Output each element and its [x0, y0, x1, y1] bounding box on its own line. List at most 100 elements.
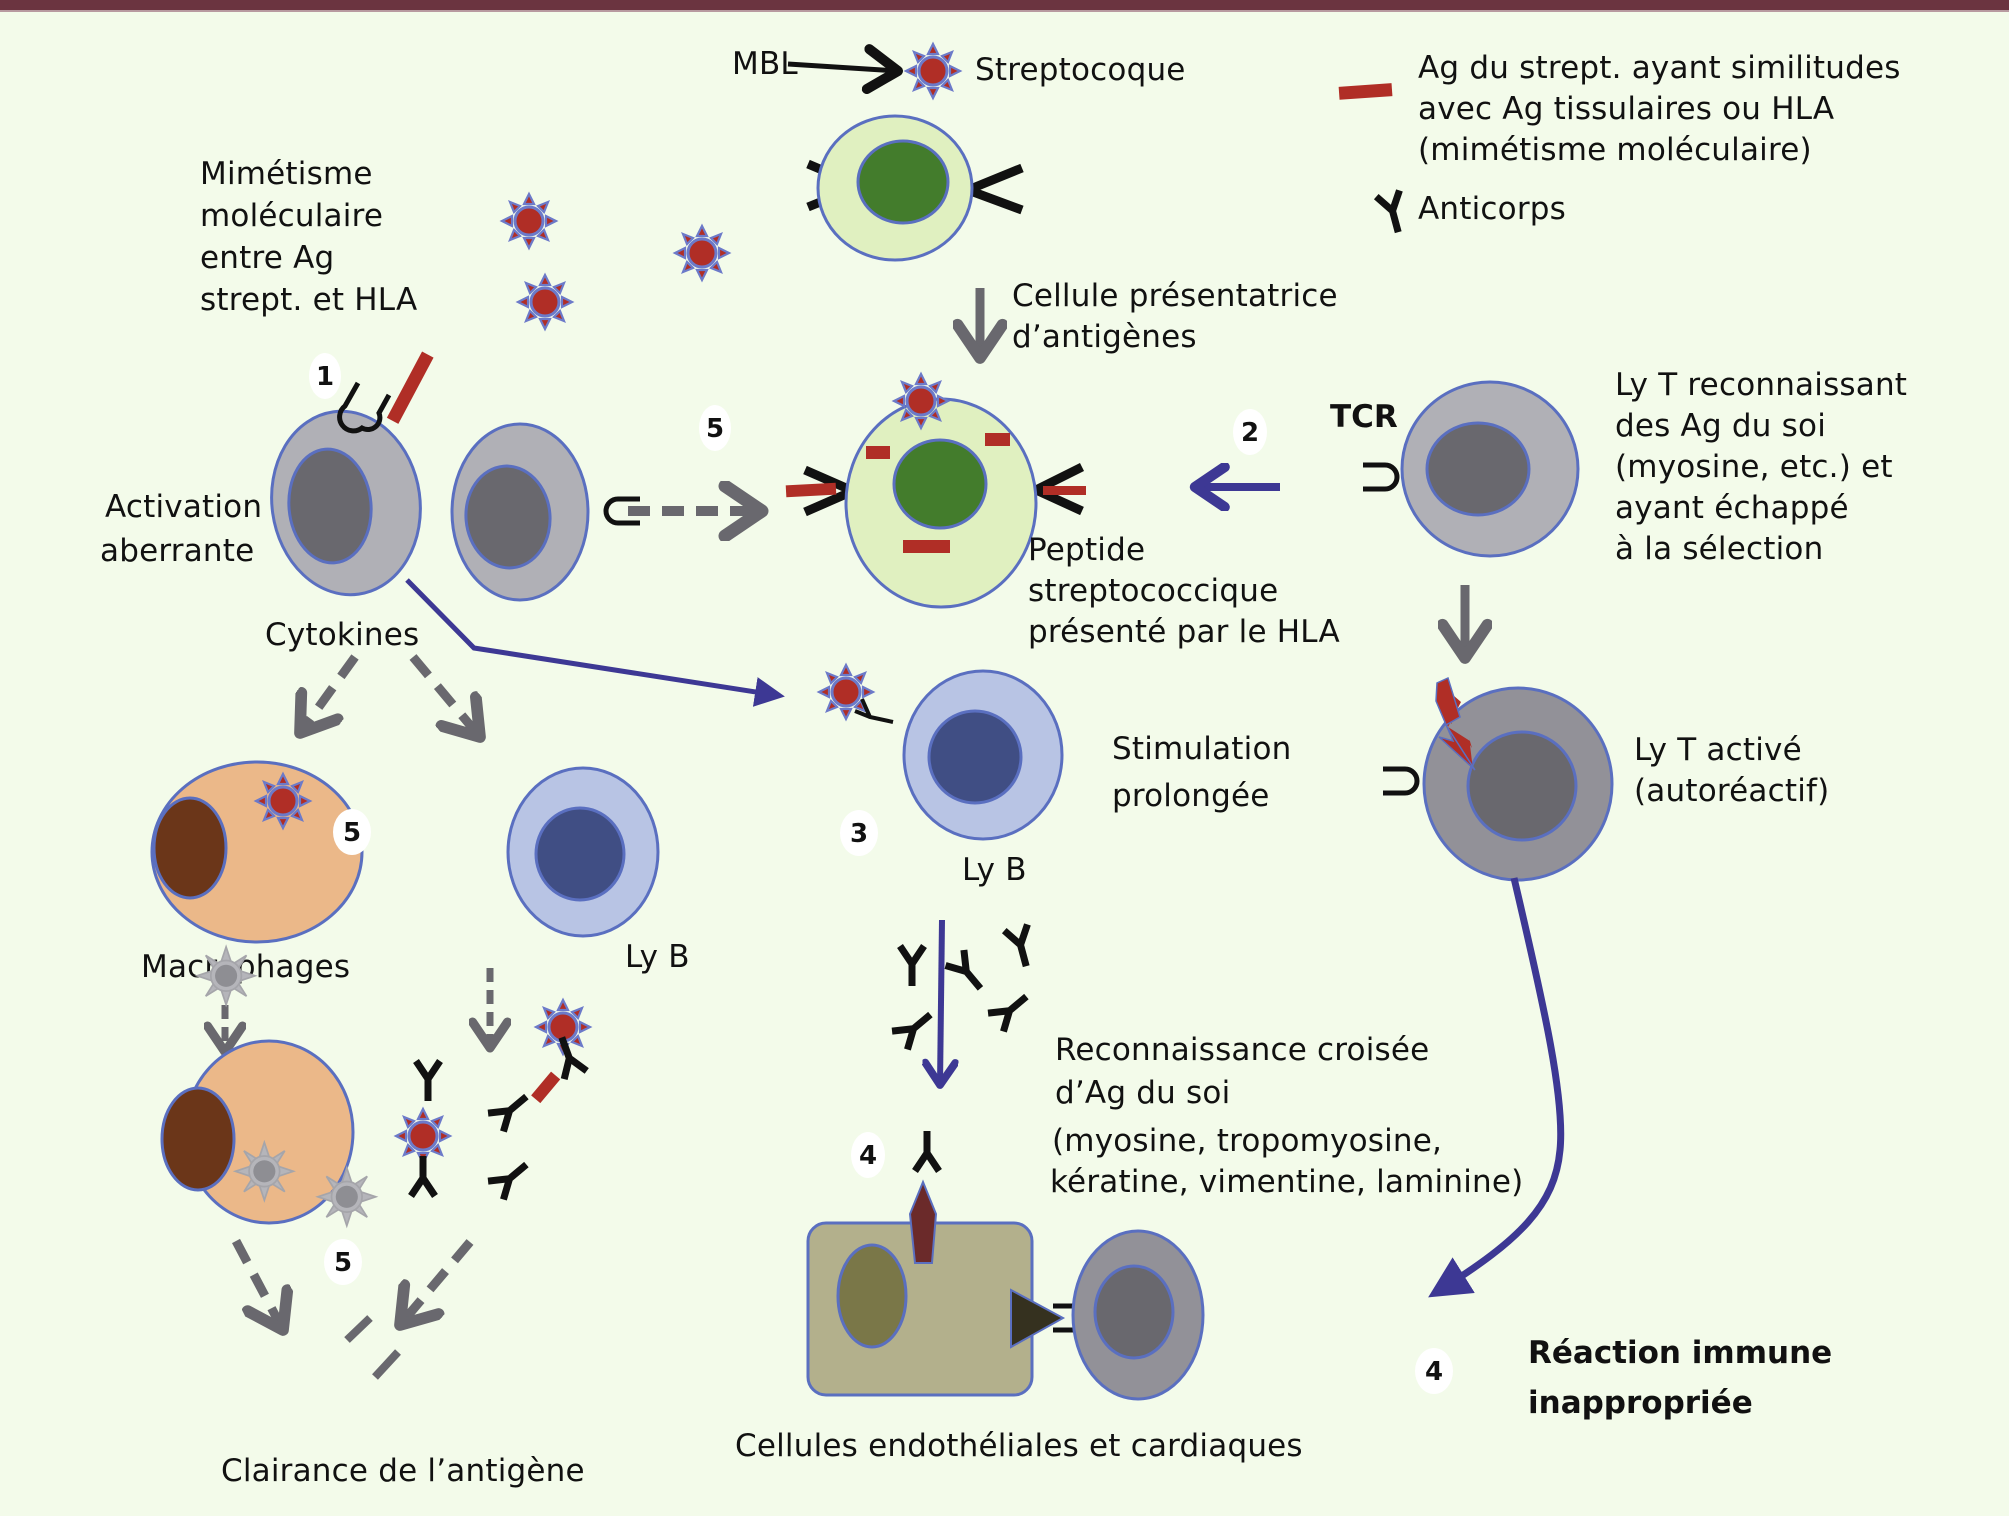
- mimicry-label-line3: entre Ag: [200, 240, 334, 276]
- dashed-arrow-to-macrophage: [300, 654, 359, 733]
- step-badge-5-top: 5: [699, 405, 731, 451]
- mimicry-label-line4: strept. et HLA: [200, 282, 417, 318]
- mbl-arrow: [787, 44, 903, 95]
- presented-streptococcus-icon: [892, 372, 950, 430]
- dashed-arrow-to-clearance-left: [232, 1238, 283, 1330]
- tcr-receptor-bound: [337, 381, 392, 434]
- legend-antigen-line3: (mimétisme moléculaire): [1418, 132, 1812, 168]
- tcell-label-line5: à la sélection: [1615, 531, 1823, 567]
- engulfed-streptococcus-icon: [254, 772, 312, 830]
- dash-fragment: [344, 1315, 373, 1343]
- blue-arrow-antibodies-down: [940, 919, 942, 1085]
- activation-label-line2: aberrante: [100, 533, 254, 569]
- antibody-icon: [988, 987, 1034, 1031]
- debris-antigen-icon: [234, 1141, 295, 1202]
- macrophage-cell: [150, 760, 364, 944]
- antibody-icon: [915, 1131, 939, 1171]
- tcr-receptor-icon: [1363, 465, 1397, 489]
- activated-t-cell: [1422, 686, 1614, 882]
- activation-label-line1: Activation: [105, 489, 262, 525]
- legend-antibody-label: Anticorps: [1418, 191, 1566, 227]
- tcell-label-line3: (myosine, etc.) et: [1615, 449, 1893, 485]
- stimulated-b-cell: [902, 669, 1064, 841]
- top-border: [0, 0, 2009, 10]
- lightning-bolt-icon: [1435, 676, 1476, 771]
- cross-label-line2: d’Ag du soi: [1055, 1075, 1230, 1111]
- svg-text:5: 5: [334, 1248, 352, 1278]
- clearance-label: Clairance de l’antigène: [221, 1453, 585, 1489]
- effector-t-cell: [1071, 1229, 1205, 1401]
- apc-label-line1: Cellule présentatrice: [1012, 278, 1338, 314]
- svg-text:3: 3: [850, 819, 868, 849]
- hla-receptor-right: [955, 163, 1024, 215]
- step-badge-2: 2: [1233, 409, 1267, 455]
- mimicry-label-line1: Mimétisme: [200, 156, 373, 192]
- svg-text:4: 4: [859, 1141, 877, 1171]
- step-badge-4-right: 4: [1415, 1348, 1453, 1394]
- cross-label-line3: (myosine, tropomyosine,: [1052, 1123, 1442, 1159]
- antibody-icon: [488, 1087, 534, 1131]
- aberrant-t-cell-right: [450, 422, 590, 602]
- apc-cell-presenting: [785, 397, 1086, 609]
- blue-arrow-to-b-cell: [405, 578, 785, 707]
- svg-text:5: 5: [706, 414, 724, 444]
- apc-nucleus: [856, 139, 950, 225]
- antibody-icon: [416, 1061, 440, 1101]
- free-streptococcus-icon: [500, 192, 558, 250]
- legend-antigen-swatch: [1338, 83, 1393, 100]
- bound-red-antigen: [531, 1071, 561, 1104]
- self-antigen-icon: [908, 1179, 938, 1264]
- mhc-presenting-icon: [1010, 1288, 1066, 1349]
- antibody-icon: [488, 1155, 534, 1199]
- free-streptococcus-icon: [516, 273, 574, 331]
- tcell-label-line4: ayant échappé: [1615, 490, 1849, 526]
- apc-cell-top: [806, 114, 1024, 262]
- debris-antigen-icon: [317, 1167, 377, 1227]
- step-badge-3: 3: [840, 810, 878, 856]
- antibody-icon: [411, 1156, 435, 1196]
- peptide-label-line3: présenté par le HLA: [1028, 614, 1340, 650]
- step-badge-5-mid: 5: [333, 809, 371, 855]
- tcr-receptor-icon: [1383, 769, 1417, 793]
- endothelial-label: Cellules endothéliales et cardiaques: [735, 1428, 1303, 1464]
- antibody-icon: [1004, 924, 1038, 969]
- b-cell-antibody-receptor: [854, 698, 894, 724]
- opsonized-streptococcus-icon: [394, 1107, 452, 1165]
- cross-label-line4: kératine, vimentine, laminine): [1050, 1164, 1523, 1200]
- lyb-center-label: Ly B: [962, 852, 1027, 888]
- bound-streptococcus-icon: [817, 663, 875, 721]
- streptocoque-label: Streptocoque: [975, 52, 1186, 88]
- stim-label-line2: prolongée: [1112, 778, 1270, 814]
- debris-antigen-icon: [196, 946, 256, 1006]
- step-badge-4-left: 4: [851, 1132, 885, 1178]
- dashed-arrow-to-b-cell: [409, 654, 480, 737]
- stim-label-line1: Stimulation: [1112, 731, 1291, 767]
- dashed-arrow-to-clearance-right: [400, 1239, 474, 1325]
- tactive-label-line2: (autoréactif): [1634, 773, 1829, 809]
- antibody-icon: [900, 946, 924, 986]
- svg-text:5: 5: [343, 818, 361, 848]
- lyb-left-label: Ly B: [625, 939, 690, 975]
- antibody-icon: [946, 950, 990, 996]
- svg-text:1: 1: [316, 362, 334, 392]
- free-streptococcus-icon: [673, 224, 731, 282]
- b-cell-left: [506, 766, 660, 938]
- self-reactive-t-cell: [1400, 380, 1580, 558]
- bound-red-antigen: [386, 351, 434, 424]
- tcell-label-line1: Ly T reconnaissant: [1615, 367, 1907, 403]
- blue-curved-arrow-to-target: [1428, 877, 1565, 1298]
- tactive-label-line1: Ly T activé: [1634, 732, 1802, 768]
- aberrant-t-cell-left: [270, 409, 422, 597]
- reaction-label-line2: inappropriée: [1528, 1385, 1753, 1421]
- tcr-label: TCR: [1330, 399, 1398, 435]
- antibody-icon: [892, 1005, 938, 1049]
- legend-antigen-line1: Ag du strept. ayant similitudes: [1418, 50, 1901, 86]
- step-badge-1: 1: [309, 353, 341, 399]
- peptide-label-line1: Peptide: [1028, 532, 1145, 568]
- dash-fragment: [372, 1349, 401, 1380]
- peptide-label-line2: streptococcique: [1028, 573, 1278, 609]
- legend-antibody-icon: [1376, 190, 1410, 235]
- svg-text:4: 4: [1425, 1357, 1443, 1387]
- tcell-label-line2: des Ag du soi: [1615, 408, 1826, 444]
